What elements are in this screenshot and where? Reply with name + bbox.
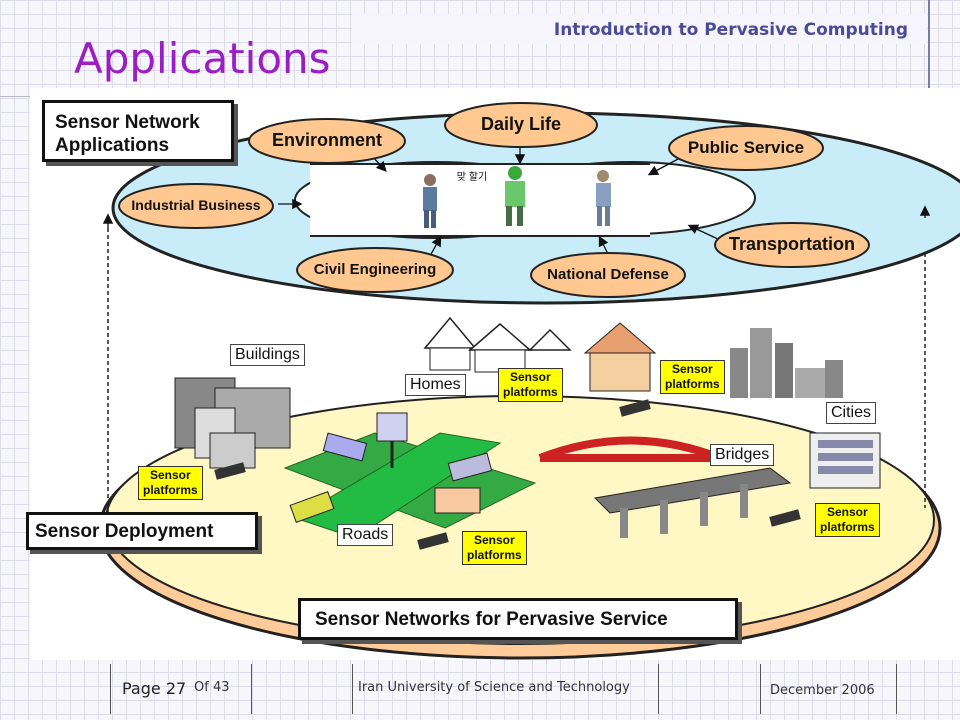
traffic-light-illustration: [376, 412, 408, 468]
header-divider: [928, 0, 930, 90]
label-cities: Cities: [826, 402, 877, 424]
footer-university-cell: [352, 664, 659, 714]
person-figure-3: [596, 170, 611, 226]
gray-bridge-illustration: [593, 467, 792, 538]
footer-of: Of 43: [194, 680, 230, 695]
buildings-illustration: [174, 377, 291, 469]
sensor-network-applications-box: Sensor Network Applications: [42, 100, 234, 162]
app-national-defense: National Defense: [547, 266, 669, 283]
slide-subtitle: Introduction to Pervasive Computing: [553, 20, 908, 40]
sensor-devices: [214, 399, 801, 550]
sensor-platforms-cities: Sensor platforms: [660, 360, 725, 394]
sensor-networks-pervasive-box: Sensor Networks for Pervasive Service: [298, 598, 738, 640]
sensor-network-diagram: Environment Daily Life Public Service In…: [26, 88, 960, 660]
sensor-platforms-buildings: Sensor platforms: [138, 466, 203, 500]
app-public-service: Public Service: [687, 138, 805, 157]
label-roads: Roads: [337, 524, 394, 546]
app-ovals: [118, 102, 870, 298]
app-civil-engineering: Civil Engineering: [313, 261, 437, 278]
slide-title: Applications: [74, 34, 331, 83]
person-figure-2: [505, 166, 525, 226]
person-figure-1: [423, 174, 437, 228]
sensor-platforms-bridges: Sensor platforms: [815, 503, 880, 537]
app-transportation: Transportation: [728, 234, 855, 254]
app-environment: Environment: [271, 130, 382, 150]
label-homes: Homes: [405, 374, 466, 396]
app-industrial-business: Industrial Business: [131, 197, 261, 213]
homes-illustration: [423, 316, 572, 373]
office-illustration: [809, 432, 881, 489]
app-daily-life: Daily Life: [480, 114, 562, 134]
red-bridge-illustration: [538, 436, 722, 462]
roads-illustration: [283, 432, 537, 539]
house-illustration: [583, 322, 657, 392]
diagram-graphics: [98, 102, 960, 660]
footer-page-cell: [110, 664, 252, 714]
speech-sign: 맞 할기: [456, 172, 488, 183]
people-circle-fill: [310, 164, 650, 236]
label-bridges: Bridges: [710, 444, 775, 466]
footer-page: Page 27: [122, 679, 187, 698]
label-buildings: Buildings: [230, 344, 305, 366]
footer-date-cell: [760, 664, 897, 714]
sensor-deployment-box: Sensor Deployment: [26, 512, 258, 550]
sensor-platforms-homes: Sensor platforms: [498, 368, 563, 402]
header-band: [352, 14, 927, 44]
cities-illustration: [730, 328, 843, 398]
sensor-platforms-roads: Sensor platforms: [462, 531, 527, 565]
footer-date: December 2006: [770, 683, 875, 698]
footer-university: Iran University of Science and Technolog…: [358, 680, 630, 695]
